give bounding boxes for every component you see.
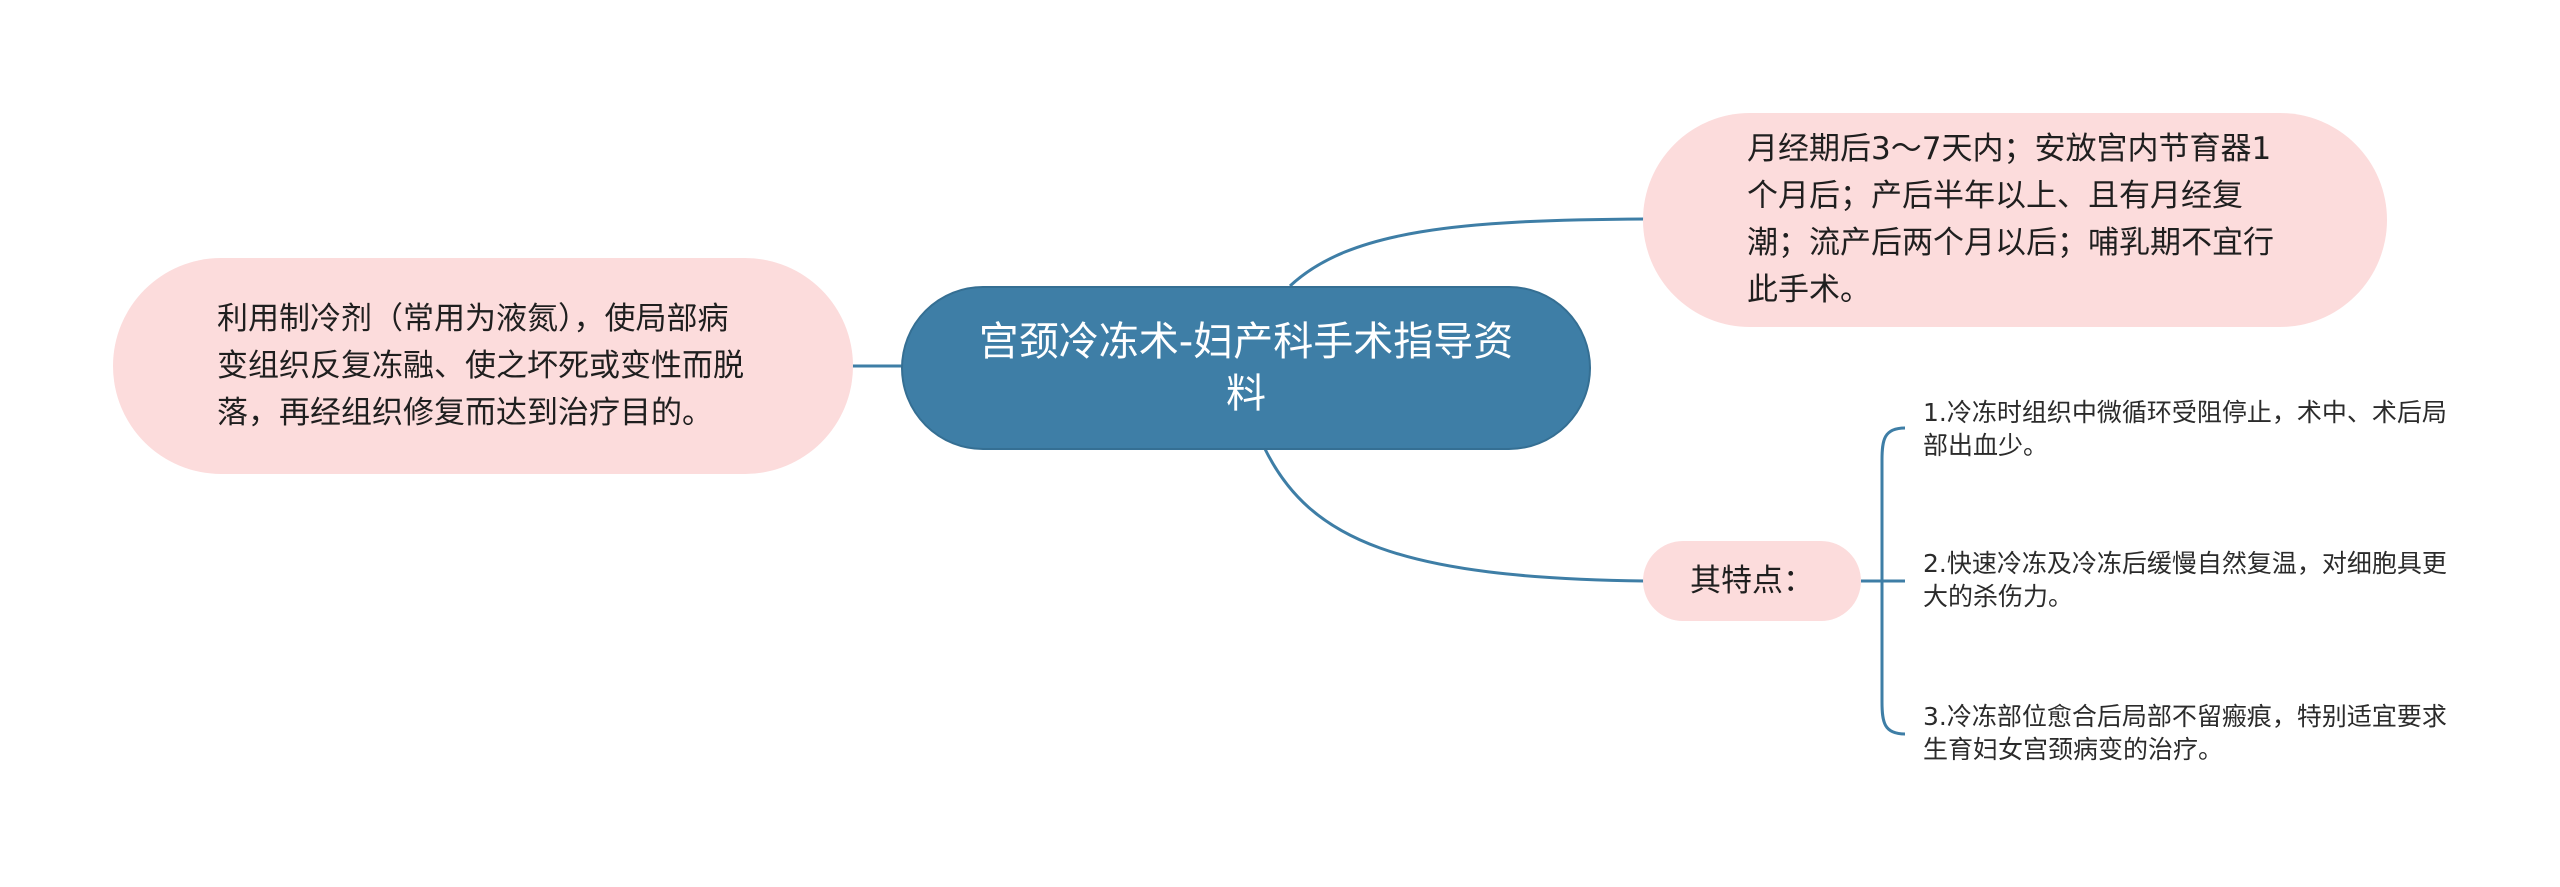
branch-left-label: 利用制冷剂（常用为液氮），使局部病变组织反复冻融、使之坏死或变性而脱落，再经组织…	[217, 300, 744, 431]
branch-timing[interactable]: 月经期后3～7天内；安放宫内节育器1个月后；产后半年以上、且有月经复潮；流产后两…	[1643, 113, 2387, 327]
feature-item-2[interactable]: 2.快速冷冻及冷冻后缓慢自然复温，对细胞具更大的杀伤力。	[1923, 549, 2447, 611]
feature-item-3[interactable]: 3.冷冻部位愈合后局部不留瘢痕，特别适宜要求生育妇女宫颈病变的治疗。	[1923, 702, 2447, 764]
central-topic-label: 宫颈冷冻术-妇产科手术指导资料	[978, 319, 1514, 417]
branch-left-description[interactable]: 利用制冷剂（常用为液氮），使局部病变组织反复冻融、使之坏死或变性而脱落，再经组织…	[113, 258, 853, 474]
central-topic[interactable]: 宫颈冷冻术-妇产科手术指导资料	[901, 286, 1591, 450]
branch-features[interactable]: 其特点：	[1643, 541, 1861, 621]
branch-features-label: 其特点：	[1690, 562, 1814, 599]
connector-central-to-right-top	[1288, 217, 1646, 288]
feature-item-1[interactable]: 1.冷冻时组织中微循环受阻停止，术中、术后局部出血少。	[1923, 398, 2447, 460]
branch-timing-label: 月经期后3～7天内；安放宫内节育器1个月后；产后半年以上、且有月经复潮；流产后两…	[1747, 131, 2274, 308]
connector-central-to-features	[1263, 448, 1646, 583]
